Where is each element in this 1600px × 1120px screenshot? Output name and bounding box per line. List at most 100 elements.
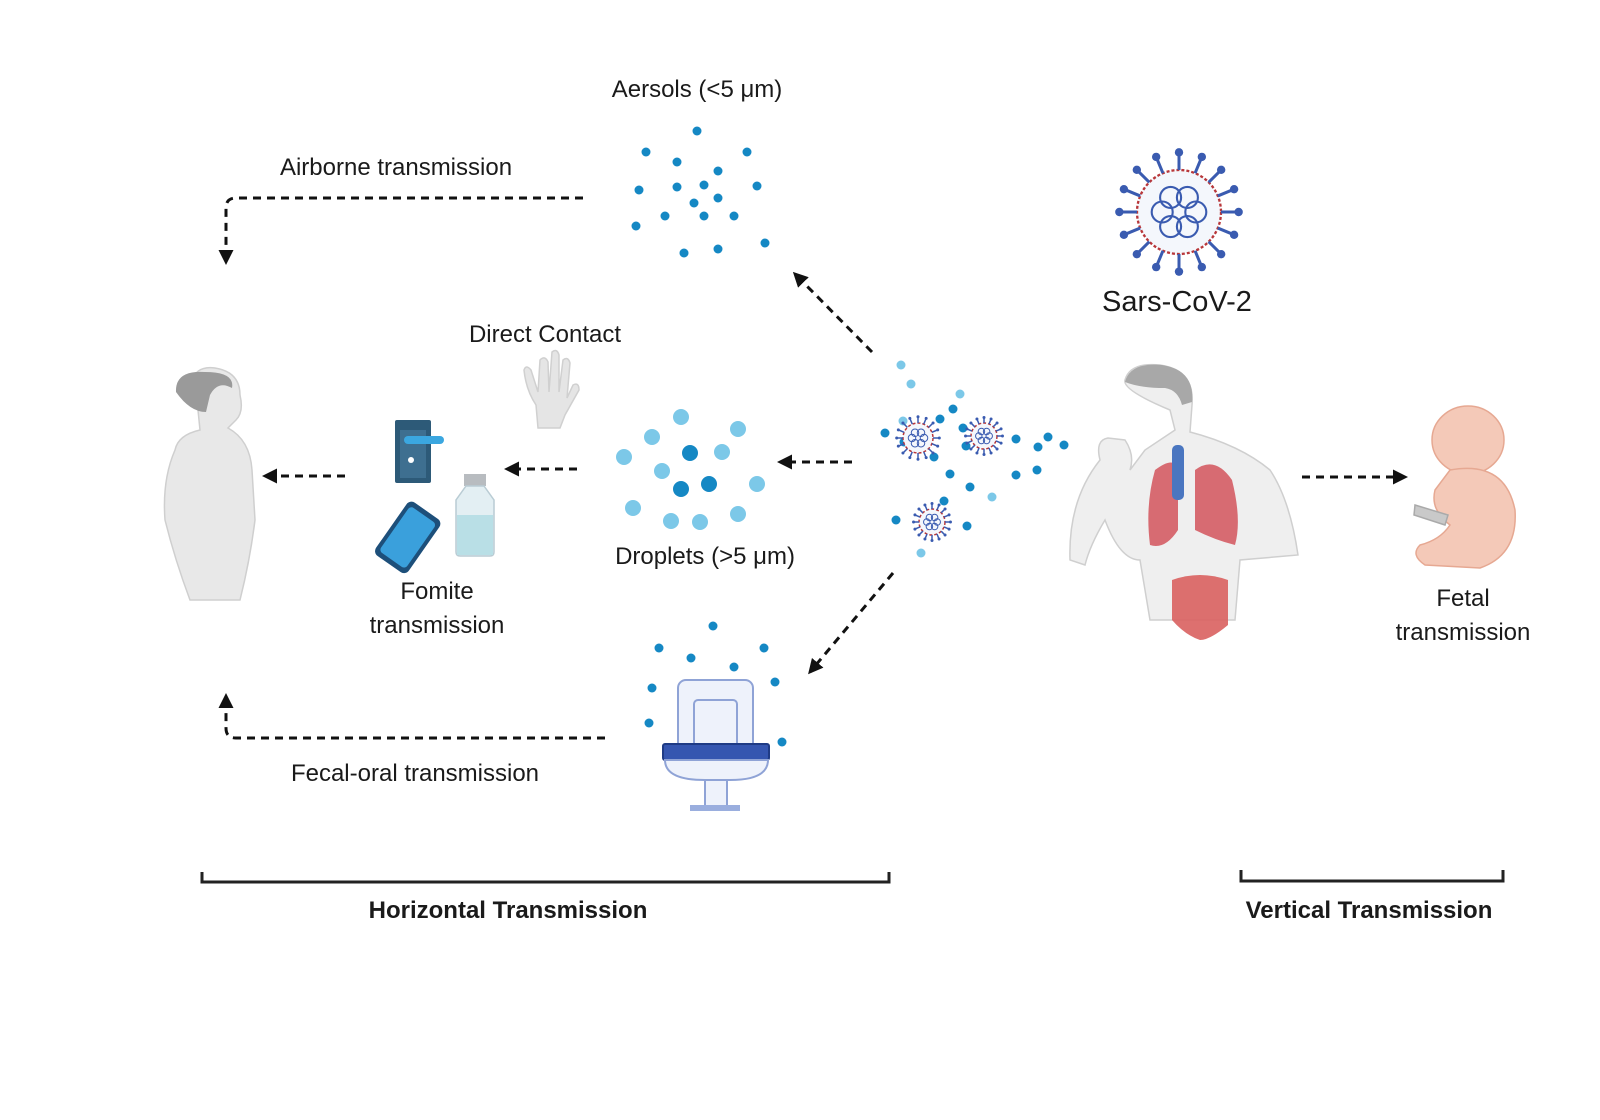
- droplet-particle: [663, 513, 679, 529]
- droplet-particle: [673, 481, 689, 497]
- lungs-icon: [1148, 462, 1238, 546]
- door-handle-icon: [395, 420, 444, 483]
- droplet-particle: [730, 506, 746, 522]
- spray-particle: [945, 469, 955, 479]
- toilet-particle: [729, 662, 739, 672]
- spray-particle: [958, 423, 968, 433]
- toilet-icon: [662, 679, 770, 811]
- spray-particle: [898, 416, 908, 426]
- toilet-particle: [708, 621, 718, 631]
- healthy-person-icon: [163, 366, 256, 601]
- aerosol-particle: [679, 248, 689, 258]
- fecal-oral-arrow: [218, 693, 605, 740]
- vertical-transmission-label: Vertical Transmission: [1246, 897, 1493, 924]
- trachea-icon: [1172, 445, 1184, 500]
- aerosol-arrow: [792, 271, 874, 354]
- aerosol-particle: [713, 166, 723, 176]
- toilet-particle: [770, 677, 780, 687]
- spray-particle: [896, 360, 906, 370]
- fetus-icon: [1413, 405, 1516, 569]
- aerosol-particle: [660, 211, 670, 221]
- vertical-bracket: [1239, 870, 1505, 883]
- toilet-particles: [644, 621, 787, 747]
- spray-particle: [1059, 440, 1069, 450]
- droplets-label: Droplets (>5 μm): [615, 543, 795, 570]
- spray-particle: [929, 452, 939, 462]
- droplet-particle: [644, 429, 660, 445]
- toilet-particle: [644, 718, 654, 728]
- spray-particle: [1043, 432, 1053, 442]
- fomite-label-line1: Fomite: [400, 578, 473, 605]
- toilet-particle: [759, 643, 769, 653]
- droplet-particle: [654, 463, 670, 479]
- spray-particle: [880, 428, 890, 438]
- aerosol-particle: [692, 126, 702, 136]
- airborne-arrow: [218, 196, 583, 265]
- spray-particle: [1011, 434, 1021, 444]
- aerosol-particle: [742, 147, 752, 157]
- fecal-oral-label: Fecal-oral transmission: [291, 760, 539, 787]
- droplet-particles: [616, 409, 765, 530]
- aerosol-particle: [672, 157, 682, 167]
- small-virus-icons: [895, 415, 1004, 542]
- aerosol-particle: [631, 221, 641, 231]
- aerosols-label: Aersols (<5 μm): [612, 76, 783, 103]
- cough-spray-particles: [880, 360, 1069, 558]
- toilet-particle: [686, 653, 696, 663]
- spray-particle: [906, 379, 916, 389]
- toilet-particle: [777, 737, 787, 747]
- droplet-particle: [616, 449, 632, 465]
- spray-particle: [948, 404, 958, 414]
- spray-particle: [891, 515, 901, 525]
- coughing-person-icon: [1069, 363, 1299, 640]
- spray-particle: [987, 492, 997, 502]
- aerosol-particle: [729, 211, 739, 221]
- fomite-label-line2: transmission: [370, 612, 505, 639]
- aerosol-particle: [641, 147, 651, 157]
- aerosol-particle: [672, 182, 682, 192]
- spray-particle: [939, 496, 949, 506]
- fecal-arrow: [808, 572, 895, 675]
- spray-particle: [1033, 442, 1043, 452]
- aerosol-particle: [689, 198, 699, 208]
- aerosol-particle: [713, 193, 723, 203]
- aerosol-particle: [713, 244, 723, 254]
- sars-cov-2-virus-icon: [1115, 148, 1243, 276]
- virus-label: Sars-CoV-2: [1102, 286, 1252, 318]
- spray-particle: [1011, 470, 1021, 480]
- aerosol-particle: [699, 211, 709, 221]
- droplet-particle: [730, 421, 746, 437]
- aerosol-particle: [634, 185, 644, 195]
- toilet-particle: [647, 683, 657, 693]
- droplet-particle: [625, 500, 641, 516]
- phone-icon: [375, 501, 441, 574]
- droplet-particle: [749, 476, 765, 492]
- aerosol-particle: [699, 180, 709, 190]
- horizontal-bracket: [200, 872, 891, 884]
- spray-particle: [935, 414, 945, 424]
- droplet-particle: [714, 444, 730, 460]
- direct-contact-label: Direct Contact: [469, 321, 621, 348]
- fetal-label-line1: Fetal: [1436, 585, 1489, 612]
- fetal-label-line2: transmission: [1396, 619, 1531, 646]
- hand-icon: [523, 349, 580, 429]
- intestines-icon: [1172, 575, 1228, 640]
- droplet-particle: [701, 476, 717, 492]
- spray-particle: [916, 548, 926, 558]
- droplet-particle: [692, 514, 708, 530]
- spray-particle: [962, 521, 972, 531]
- airborne-transmission-label: Airborne transmission: [280, 154, 512, 181]
- spray-particle: [965, 482, 975, 492]
- droplet-particle: [673, 409, 689, 425]
- aerosol-particle: [760, 238, 770, 248]
- spray-particle: [1032, 465, 1042, 475]
- vial-icon: [455, 474, 495, 557]
- spray-particle: [955, 389, 965, 399]
- horizontal-transmission-label: Horizontal Transmission: [369, 897, 648, 924]
- toilet-particle: [654, 643, 664, 653]
- aerosol-particle: [752, 181, 762, 191]
- aerosol-particles: [631, 126, 770, 258]
- droplet-particle: [682, 445, 698, 461]
